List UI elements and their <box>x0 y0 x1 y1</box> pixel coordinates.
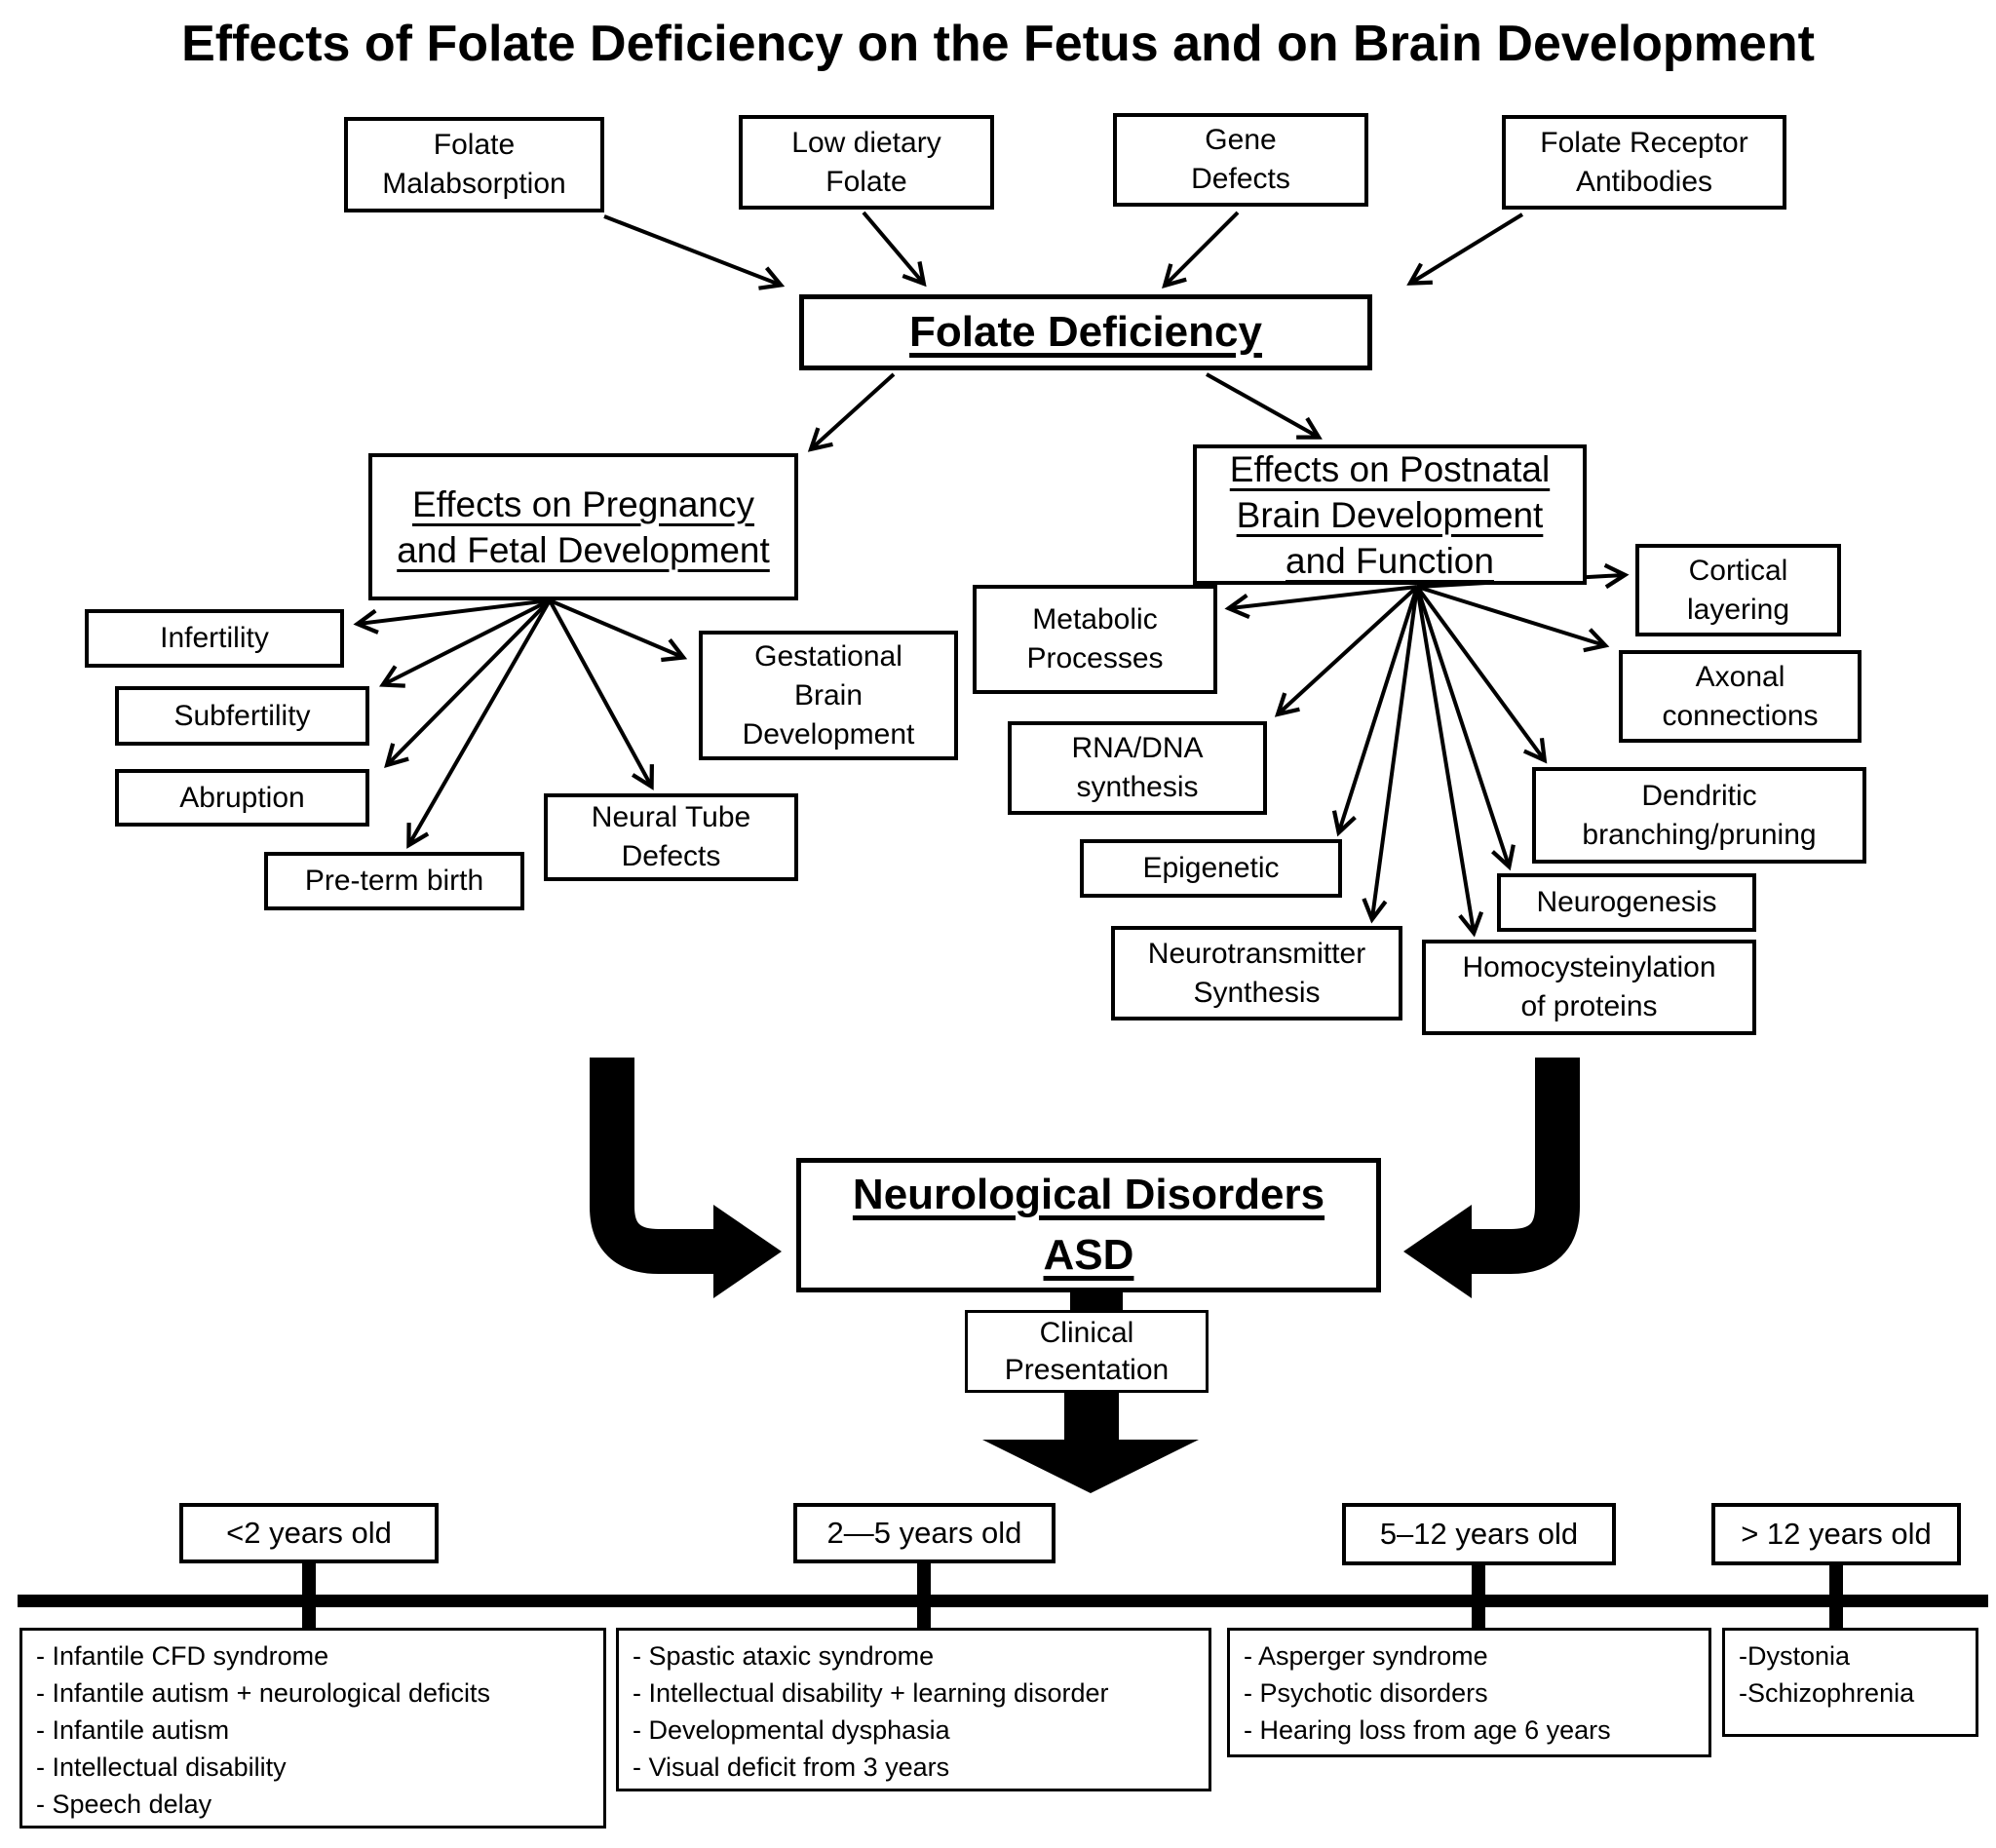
list-item: - Intellectual disability + learning dis… <box>633 1678 1109 1708</box>
arrow-malabsorption-to-deficiency <box>603 214 786 290</box>
arrow-to-homocysteinylation <box>1415 586 1484 938</box>
node-preterm-birth: Pre-term birth <box>264 852 524 910</box>
left-curved-arrowhead <box>713 1205 782 1298</box>
list-item: - Speech delay <box>36 1790 212 1819</box>
clinical-flow <box>982 1289 1199 1493</box>
arrow-to-rna-dna <box>1274 585 1419 717</box>
list-item: -Dystonia <box>1739 1641 1851 1671</box>
timeline-axis <box>18 1595 1988 1607</box>
arrow-genedefects-to-deficiency <box>1162 211 1240 289</box>
timeline-tick-4 <box>1829 1561 1843 1630</box>
cause-arrows <box>603 211 1524 452</box>
node-folate-malabsorption: Folate Malabsorption <box>344 117 604 212</box>
timeline-tick-1 <box>302 1561 316 1630</box>
timeline-lines <box>18 1561 1988 1630</box>
node-infertility: Infertility <box>85 609 344 668</box>
node-rna-dna-synthesis: RNA/DNA synthesis <box>1008 721 1267 815</box>
right-curved-arrowhead <box>1403 1205 1472 1298</box>
list-item: -Schizophrenia <box>1739 1678 1915 1708</box>
symptom-list-2-5: - Spastic ataxic syndrome - Intellectual … <box>616 1628 1211 1791</box>
node-folate-deficiency: Folate Deficiency <box>799 294 1372 370</box>
arrow-to-neurogenesis <box>1415 586 1516 871</box>
left-curved-arrow <box>590 1058 717 1274</box>
node-homocysteinylation: Homocysteinylation of proteins <box>1422 940 1756 1035</box>
arrow-deficiency-to-pregnancy <box>807 372 896 452</box>
age-group-under-2: <2 years old <box>179 1503 439 1563</box>
node-neural-tube-defects: Neural Tube Defects <box>544 793 798 881</box>
clinical-down-arrowhead <box>982 1440 1199 1493</box>
arrow-to-neurotransmitter <box>1362 586 1419 924</box>
node-epigenetic: Epigenetic <box>1080 839 1342 898</box>
node-subfertility: Subfertility <box>115 686 369 746</box>
arrow-to-axonal <box>1416 585 1610 653</box>
list-item: - Visual deficit from 3 years <box>633 1752 950 1782</box>
arrow-deficiency-to-postnatal <box>1206 372 1323 440</box>
list-item: - Infantile autism + neurological defici… <box>36 1678 490 1708</box>
arrow-to-epigenetic <box>1331 586 1419 837</box>
age-group-5-12: 5–12 years old <box>1342 1503 1616 1565</box>
clinical-down-arrow-stem <box>1064 1389 1119 1442</box>
right-curved-arrow <box>1468 1058 1580 1274</box>
node-cortical-layering: Cortical layering <box>1635 544 1841 636</box>
node-gene-defects: Gene Defects <box>1113 113 1368 207</box>
node-clinical-presentation: Clinical Presentation <box>965 1310 1209 1393</box>
list-item: - Psychotic disorders <box>1244 1678 1488 1708</box>
list-item: - Infantile autism <box>36 1715 230 1745</box>
arrow-to-dendritic <box>1415 585 1548 764</box>
arrow-to-preterm <box>406 599 552 849</box>
list-item: - Developmental dysphasia <box>633 1715 950 1745</box>
node-postnatal-effects-header: Effects on Postnatal Brain Development a… <box>1193 444 1587 585</box>
node-folate-receptor-antibodies: Folate Receptor Antibodies <box>1502 115 1786 210</box>
node-low-dietary-folate: Low dietary Folate <box>739 115 994 210</box>
big-curved-arrows <box>590 1058 1580 1298</box>
node-dendritic-branching: Dendritic branching/pruning <box>1532 767 1866 864</box>
node-axonal-connections: Axonal connections <box>1619 650 1862 743</box>
neuro-to-clinical-stem <box>1070 1289 1123 1314</box>
list-item: - Hearing loss from age 6 years <box>1244 1715 1611 1745</box>
node-gestational-brain-development: Gestational Brain Development <box>699 631 958 760</box>
list-item: - Intellectual disability <box>36 1752 287 1782</box>
arrow-to-infertility <box>353 598 551 635</box>
symptom-list-under-2: - Infantile CFD syndrome - Infantile auti… <box>19 1628 606 1829</box>
age-group-2-5: 2—5 years old <box>793 1503 1056 1563</box>
arrow-to-gestational <box>549 598 688 663</box>
arrow-to-metabolic <box>1224 585 1418 620</box>
node-pregnancy-effects-header: Effects on Pregnancy and Fetal Developme… <box>368 453 798 600</box>
list-item: - Spastic ataxic syndrome <box>633 1641 935 1671</box>
symptom-list-5-12: - Asperger syndrome - Psychotic disorders… <box>1227 1628 1711 1757</box>
node-metabolic-processes: Metabolic Processes <box>973 585 1217 694</box>
postnatal-effect-arrows <box>1224 562 1630 938</box>
symptom-list-over-12: -Dystonia -Schizophrenia <box>1722 1628 1978 1737</box>
arrow-to-subfertility <box>379 598 551 688</box>
arrow-to-abruption <box>384 598 552 768</box>
node-neurotransmitter-synthesis: Neurotransmitter Synthesis <box>1111 926 1402 1020</box>
node-neurogenesis: Neurogenesis <box>1497 873 1756 932</box>
diagram-title: Effects of Folate Deficiency on the Fetu… <box>181 16 1815 72</box>
timeline-tick-2 <box>917 1561 931 1630</box>
pregnancy-effect-arrows <box>353 598 688 849</box>
arrow-to-neural-tube <box>548 599 654 790</box>
list-item: - Infantile CFD syndrome <box>36 1641 329 1671</box>
arrow-antibodies-to-deficiency <box>1406 212 1524 286</box>
node-neurological-disorders-asd: Neurological Disorders ASD <box>796 1158 1381 1292</box>
age-group-over-12: > 12 years old <box>1711 1503 1961 1565</box>
list-item: - Asperger syndrome <box>1244 1641 1488 1671</box>
arrow-lowdietary-to-deficiency <box>862 211 927 288</box>
node-abruption: Abruption <box>115 769 369 827</box>
timeline-tick-3 <box>1472 1561 1485 1630</box>
